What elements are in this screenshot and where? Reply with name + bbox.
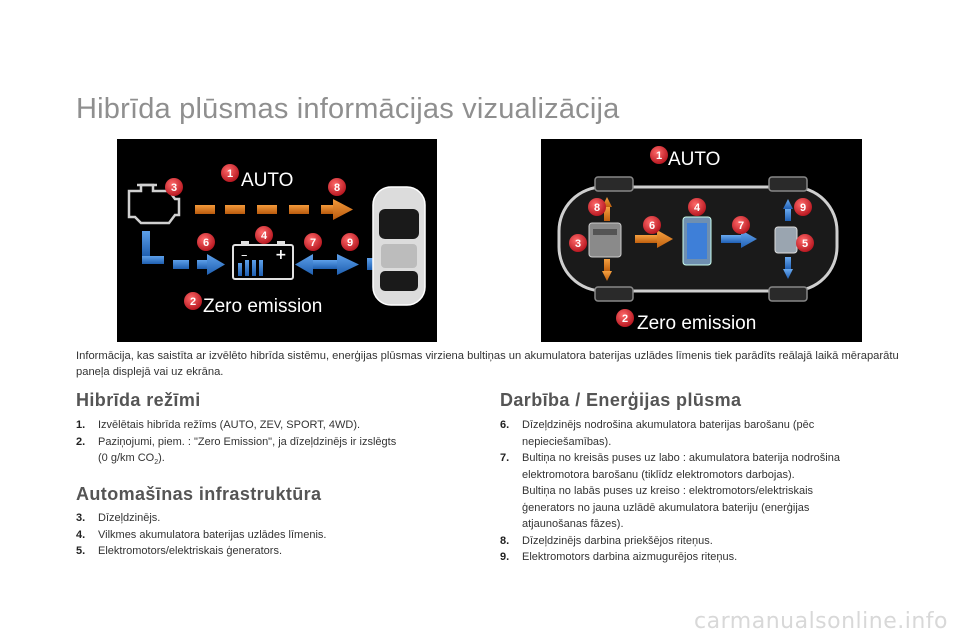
marker-2: 2 bbox=[616, 309, 634, 327]
section-title-infra: Automašīnas infrastruktūra bbox=[76, 484, 322, 504]
blue-flow-arrows bbox=[173, 254, 375, 275]
marker-3: 3 bbox=[569, 234, 587, 252]
svg-text:1: 1 bbox=[656, 150, 662, 162]
svg-text:7: 7 bbox=[738, 220, 744, 232]
watermark: carmanualsonline.info bbox=[694, 609, 948, 634]
svg-text:9: 9 bbox=[347, 237, 353, 249]
battery-icon: – + bbox=[232, 241, 294, 280]
list-item: 8. Dīzeļdzinējs darbina priekšējos riteņ… bbox=[500, 534, 713, 547]
car-top-icon bbox=[372, 186, 426, 306]
car-outline-icon bbox=[557, 176, 839, 302]
zero-emission-label: Zero emission bbox=[203, 296, 322, 317]
marker-8: 8 bbox=[328, 178, 346, 196]
list-item: 2. Paziņojumi, piem. : "Zero Emission", … bbox=[76, 435, 397, 467]
engine-icon bbox=[127, 183, 181, 225]
marker-1: 1 bbox=[650, 146, 668, 164]
marker-6: 6 bbox=[643, 216, 661, 234]
orange-flow-arrows bbox=[195, 197, 394, 221]
svg-text:7: 7 bbox=[310, 237, 316, 249]
marker-3: 3 bbox=[165, 178, 183, 196]
marker-2: 2 bbox=[184, 292, 202, 310]
marker-7: 7 bbox=[732, 216, 750, 234]
list-item: 7. Bultiņa no kreisās puses uz labo : ak… bbox=[500, 452, 840, 530]
infra-list: 3.Dīzeļdzinējs. 4.Vilkmes akumulatora ba… bbox=[76, 510, 476, 560]
svg-text:6: 6 bbox=[649, 220, 655, 232]
marker-7: 7 bbox=[304, 233, 322, 251]
svg-text:9: 9 bbox=[800, 202, 806, 214]
marker-9: 9 bbox=[341, 233, 359, 251]
list-item: 9. Elektromotors darbina aizmugurējos ri… bbox=[500, 551, 738, 563]
modes-list: 1. Izvēlētais hibrīda režīms (AUTO, ZEV,… bbox=[76, 417, 476, 472]
marker-4: 4 bbox=[688, 198, 706, 216]
list-item: 4.Vilkmes akumulatora baterijas uzlādes … bbox=[76, 528, 327, 541]
svg-text:2: 2 bbox=[190, 296, 196, 308]
svg-text:4: 4 bbox=[261, 230, 268, 242]
svg-text:3: 3 bbox=[171, 182, 177, 194]
marker-1: 1 bbox=[221, 164, 239, 182]
energy-flow-arrows bbox=[602, 197, 793, 281]
list-item: 1. Izvēlētais hibrīda režīms (AUTO, ZEV,… bbox=[76, 419, 361, 431]
battery-plus: + bbox=[275, 247, 287, 263]
marker-5: 5 bbox=[796, 234, 814, 252]
hybrid-display-right: AUTO bbox=[541, 139, 862, 342]
battery-minus: – bbox=[241, 248, 248, 263]
svg-text:3: 3 bbox=[575, 238, 581, 250]
marker-8: 8 bbox=[588, 198, 606, 216]
list-item: 3.Dīzeļdzinējs. bbox=[76, 512, 161, 524]
section-title-flow: Darbība / Enerģijas plūsma bbox=[500, 390, 742, 410]
svg-text:8: 8 bbox=[594, 202, 600, 214]
section-title-modes: Hibrīda režīmi bbox=[76, 390, 201, 410]
mode-label: AUTO bbox=[241, 170, 293, 191]
svg-text:8: 8 bbox=[334, 182, 340, 194]
svg-text:6: 6 bbox=[203, 237, 209, 249]
marker-6: 6 bbox=[197, 233, 215, 251]
zero-emission-label: Zero emission bbox=[637, 313, 756, 334]
marker-9: 9 bbox=[794, 198, 812, 216]
marker-4: 4 bbox=[255, 226, 273, 244]
svg-text:5: 5 bbox=[802, 238, 808, 250]
svg-text:4: 4 bbox=[694, 202, 701, 214]
flow-list: 6. Dīzeļdzinējs nodrošina akumulatora ba… bbox=[500, 417, 920, 566]
list-item: 5.Elektromotors/elektriskais ģenerators. bbox=[76, 545, 283, 557]
mode-label: AUTO bbox=[668, 149, 720, 170]
svg-text:1: 1 bbox=[227, 168, 233, 180]
list-item: 6. Dīzeļdzinējs nodrošina akumulatora ba… bbox=[500, 419, 815, 448]
svg-text:2: 2 bbox=[622, 313, 628, 325]
hybrid-display-left: – + AUTO Zero emission 1 2 3 4 6 7 8 9 bbox=[117, 139, 437, 342]
page-title: Hibrīda plūsmas informācijas vizualizāci… bbox=[76, 93, 620, 125]
intro-paragraph: Informācija, kas saistīta ar izvēlēto hi… bbox=[76, 350, 899, 378]
